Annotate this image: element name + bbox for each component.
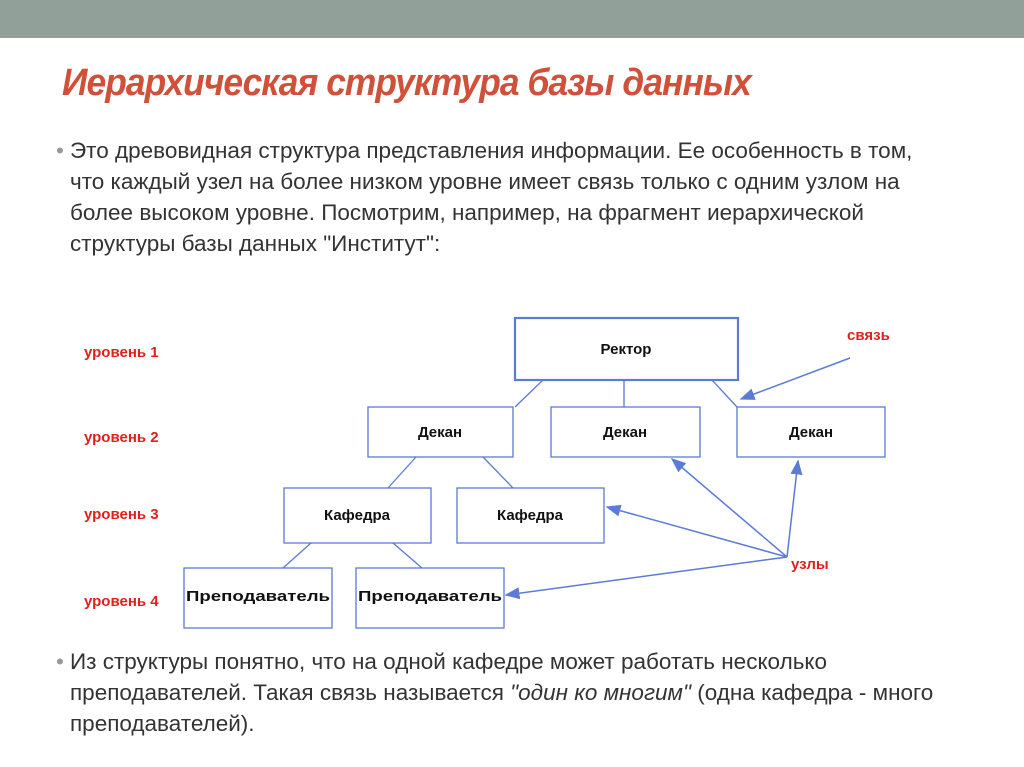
edge [282, 542, 312, 569]
link-arrow [739, 357, 851, 400]
level-label-2: уровень 2 [84, 429, 159, 446]
link-label: связь [847, 327, 890, 344]
edge [711, 379, 738, 408]
conclusion-text-1: Из структуры понятно, что на одной кафед… [70, 649, 828, 705]
level-label-1: уровень 1 [84, 344, 159, 361]
nodes-label: узлы [791, 556, 829, 573]
node-arrow [605, 504, 788, 558]
bullet: • [56, 649, 64, 674]
level-label-4: уровень 4 [84, 593, 159, 610]
node-dean-3 [736, 406, 886, 458]
node-dean-1-label: Декан [418, 424, 462, 441]
node-dean-1 [367, 406, 514, 458]
node-arrow [786, 459, 803, 558]
edge [482, 456, 514, 489]
slide-title: Иерархическая структура базы данных [62, 62, 752, 104]
paragraph-intro: • Это древовидная структура представлени… [56, 135, 936, 259]
node-dept-2 [456, 487, 605, 544]
edge [392, 542, 423, 569]
bullet: • [56, 138, 64, 163]
level-label-3: уровень 3 [84, 506, 159, 523]
node-dean-3-label: Декан [789, 424, 833, 441]
node-dean-2 [550, 406, 701, 458]
edge [514, 379, 544, 408]
node-arrow [670, 458, 788, 558]
conclusion-text-2: (одна кафедра - много преподавателей). [70, 680, 934, 736]
node-arrow [504, 556, 788, 600]
node-dean-2-label: Декан [603, 424, 647, 441]
node-dept-1-label: Кафедра [324, 507, 391, 524]
node-teacher-1-label: Преподаватель [186, 588, 330, 605]
node-dept-1 [283, 487, 432, 544]
paragraph-conclusion: • Из структуры понятно, что на одной каф… [56, 646, 936, 739]
node-teacher-1 [183, 567, 333, 629]
edge [387, 456, 417, 489]
node-rector-label: Ректор [601, 341, 652, 358]
header-band [0, 0, 1024, 38]
paragraph-intro-text: Это древовидная структура представления … [70, 138, 913, 256]
node-rector [513, 316, 740, 382]
node-dept-2-label: Кафедра [497, 507, 564, 524]
conclusion-italic: "один ко многим" [510, 680, 691, 705]
node-teacher-2 [355, 567, 505, 629]
node-teacher-2-label: Преподаватель [358, 588, 502, 605]
paragraph-conclusion-text: Из структуры понятно, что на одной кафед… [56, 646, 936, 739]
